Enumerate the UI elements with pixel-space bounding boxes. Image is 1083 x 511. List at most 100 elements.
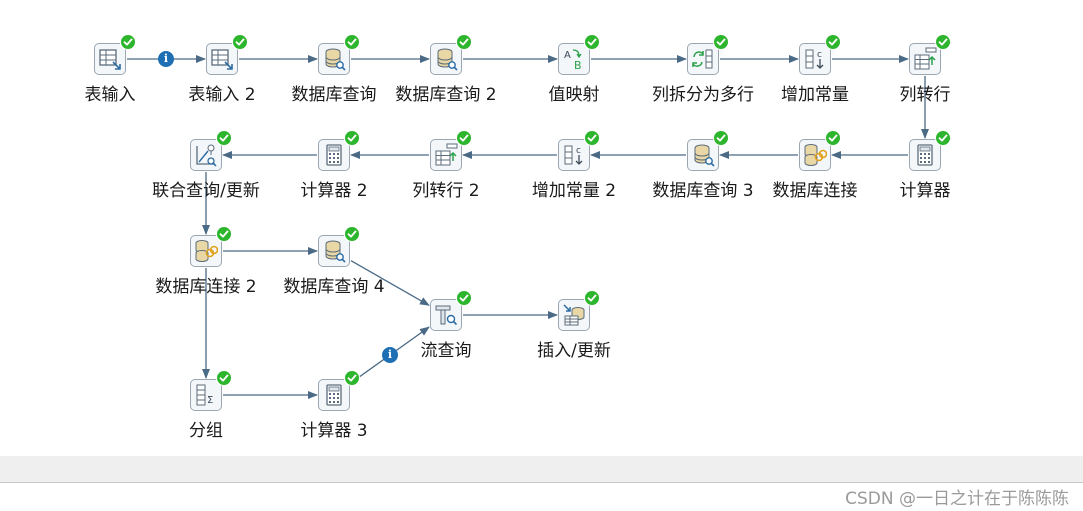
step-label: 联合查询/更新 bbox=[152, 181, 260, 201]
step-label: 列转行 2 bbox=[412, 181, 480, 201]
step-label: 数据库查询 3 bbox=[652, 181, 754, 201]
step-s18[interactable] bbox=[430, 290, 472, 333]
step-ok-badge bbox=[120, 34, 136, 50]
step-icon-box[interactable]: c bbox=[558, 139, 590, 171]
info-icon[interactable]: i bbox=[382, 347, 398, 363]
step-icon-box[interactable] bbox=[94, 43, 126, 75]
step-s20[interactable]: Σ bbox=[190, 370, 232, 413]
svg-text:B: B bbox=[574, 59, 582, 71]
step-s4[interactable] bbox=[430, 34, 472, 77]
step-icon-box[interactable]: c bbox=[799, 43, 831, 75]
step-label: 数据库查询 bbox=[291, 85, 377, 105]
green-check-icon bbox=[828, 38, 838, 46]
calculator-icon bbox=[917, 144, 933, 166]
step-icon-box[interactable] bbox=[909, 43, 941, 75]
step-s17[interactable] bbox=[318, 226, 360, 269]
step-s1[interactable] bbox=[94, 34, 136, 77]
green-check-icon bbox=[219, 230, 229, 238]
step-label: 流查询 bbox=[420, 341, 472, 361]
step-ok-badge bbox=[584, 34, 600, 50]
green-check-icon bbox=[347, 230, 357, 238]
step-icon-box[interactable] bbox=[430, 299, 462, 331]
step-label: 计算器 3 bbox=[300, 421, 368, 441]
watermark: CSDN @一日之计在于陈陈陈 bbox=[845, 489, 1069, 509]
step-s2[interactable] bbox=[206, 34, 248, 77]
step-label: 数据库连接 bbox=[772, 181, 858, 201]
green-check-icon bbox=[459, 38, 469, 46]
step-icon-box[interactable] bbox=[558, 299, 590, 331]
step-s13[interactable] bbox=[430, 130, 472, 173]
value-mapper-icon: AB bbox=[564, 49, 582, 71]
step-label: 表输入 2 bbox=[188, 85, 256, 105]
step-icon-box[interactable] bbox=[190, 139, 222, 171]
step-s14[interactable] bbox=[318, 130, 360, 173]
step-icon-box[interactable] bbox=[430, 43, 462, 75]
green-check-icon bbox=[235, 38, 245, 46]
add-constants-icon: c bbox=[564, 145, 583, 165]
step-label: 分组 bbox=[189, 421, 223, 441]
step-s16[interactable] bbox=[190, 226, 232, 269]
green-check-icon bbox=[938, 134, 948, 142]
step-icon-box[interactable] bbox=[799, 139, 831, 171]
green-check-icon bbox=[219, 134, 229, 142]
step-ok-badge bbox=[216, 226, 232, 242]
green-check-icon bbox=[347, 374, 357, 382]
step-label: 列转行 bbox=[899, 85, 951, 105]
green-check-icon bbox=[219, 374, 229, 382]
green-check-icon bbox=[716, 134, 726, 142]
combination-lookup-icon bbox=[196, 144, 217, 167]
step-s7[interactable]: c bbox=[799, 34, 841, 77]
stream-lookup-icon bbox=[435, 305, 458, 326]
step-icon-box[interactable] bbox=[318, 43, 350, 75]
step-s19[interactable] bbox=[558, 290, 600, 333]
step-ok-badge bbox=[825, 130, 841, 146]
row-denormaliser-icon bbox=[435, 143, 458, 166]
step-s9[interactable] bbox=[909, 130, 951, 173]
step-s3[interactable] bbox=[318, 34, 360, 77]
database-join-icon bbox=[195, 240, 218, 262]
step-s15[interactable] bbox=[190, 130, 232, 173]
green-check-icon bbox=[938, 38, 948, 46]
step-ok-badge bbox=[344, 34, 360, 50]
step-icon-box[interactable] bbox=[318, 139, 350, 171]
hop-s17-s18[interactable] bbox=[350, 260, 430, 306]
step-icon-box[interactable] bbox=[318, 379, 350, 411]
step-icon-box[interactable] bbox=[318, 235, 350, 267]
step-label: 计算器 2 bbox=[300, 181, 368, 201]
step-icon-box[interactable] bbox=[909, 139, 941, 171]
step-icon-box[interactable] bbox=[430, 139, 462, 171]
green-check-icon bbox=[459, 294, 469, 302]
green-check-icon bbox=[459, 134, 469, 142]
step-ok-badge bbox=[216, 130, 232, 146]
step-label: 数据库连接 2 bbox=[155, 277, 257, 297]
step-ok-badge bbox=[935, 130, 951, 146]
step-s12[interactable]: c bbox=[558, 130, 600, 173]
step-ok-badge bbox=[344, 370, 360, 386]
step-label: 数据库查询 4 bbox=[283, 277, 385, 297]
step-s10[interactable] bbox=[799, 130, 841, 173]
svg-text:A: A bbox=[564, 50, 571, 61]
step-icon-box[interactable] bbox=[206, 43, 238, 75]
green-check-icon bbox=[587, 294, 597, 302]
step-s8[interactable] bbox=[909, 34, 951, 77]
step-ok-badge bbox=[344, 226, 360, 242]
row-denormaliser-icon bbox=[914, 47, 937, 70]
step-label: 增加常量 2 bbox=[531, 181, 617, 201]
step-icon-box[interactable] bbox=[687, 43, 719, 75]
step-s6[interactable] bbox=[687, 34, 729, 77]
step-label: 列拆分为多行 bbox=[652, 85, 754, 105]
green-check-icon bbox=[716, 38, 726, 46]
step-icon-box[interactable] bbox=[190, 235, 222, 267]
info-icon[interactable]: i bbox=[158, 51, 174, 67]
status-bar bbox=[0, 456, 1083, 483]
step-icon-box[interactable]: Σ bbox=[190, 379, 222, 411]
step-label: 增加常量 bbox=[781, 85, 849, 105]
step-label: 插入/更新 bbox=[537, 341, 611, 361]
step-ok-badge bbox=[713, 130, 729, 146]
step-icon-box[interactable] bbox=[687, 139, 719, 171]
step-s11[interactable] bbox=[687, 130, 729, 173]
step-s21[interactable] bbox=[318, 370, 360, 413]
